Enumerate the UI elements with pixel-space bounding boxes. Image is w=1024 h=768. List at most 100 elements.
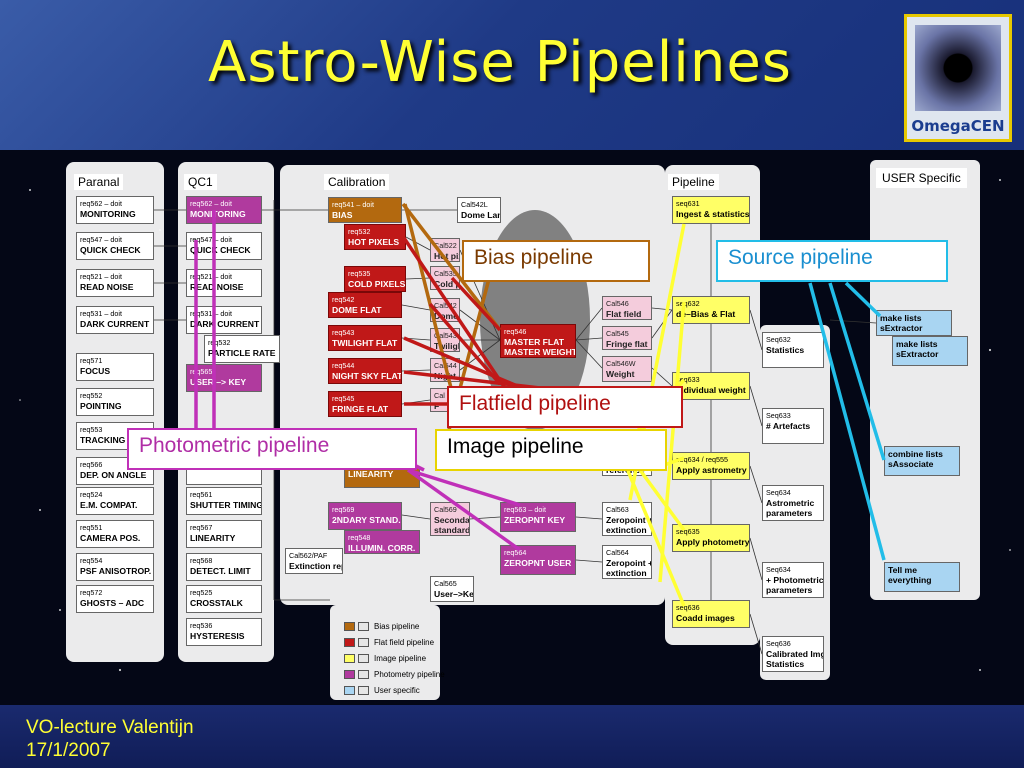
box-l1: req521 – doit (190, 272, 232, 281)
box-l1: Cal542 (434, 301, 457, 310)
legend-swatch (344, 638, 355, 647)
box-l1: req543 (332, 328, 355, 337)
box-l1: Cal (434, 391, 445, 400)
box-l2: HYSTERESIS (190, 631, 245, 641)
legend-label: Image pipeline (374, 654, 427, 663)
box-l2: Zeropoint + (606, 515, 652, 525)
box-l2: make lists (896, 339, 938, 349)
box-l1: req532 (208, 338, 231, 347)
footer-line2: 17/1/2007 (26, 740, 111, 761)
box-l1: req525 (190, 588, 213, 597)
box-l2: READ NOISE (190, 282, 244, 292)
column-header-pipeline: Pipeline (668, 174, 719, 190)
box-l1: req569 (332, 505, 355, 514)
box-l1: req547 – doit (80, 235, 122, 244)
box-l1: req565 (190, 367, 213, 376)
callout-line (450, 276, 502, 332)
box-l2: TWILIGHT FLAT (332, 338, 398, 348)
callout-line (658, 301, 686, 583)
box-l2: Coadd images (676, 613, 735, 623)
box-l2: Individual weight (676, 385, 746, 395)
callout-line (403, 336, 523, 390)
box-l2: Secondary (434, 515, 470, 525)
box-l2: Astrometric (766, 498, 815, 508)
sequence-box: Seq633# Artefacts (762, 408, 824, 444)
box-l2: FRINGE FLAT (332, 404, 389, 414)
column-header-calibration: Calibration (324, 174, 390, 190)
box-l3: extinction (606, 525, 647, 535)
box-l1: Cal562/PAF (289, 551, 328, 560)
box-l1: Cal546W (606, 359, 636, 368)
box-l1: Seq633 (766, 411, 791, 420)
box-l2: TRACKING (80, 435, 126, 445)
box-l2: Flat field (606, 309, 642, 319)
column-header-qc1: QC1 (184, 174, 217, 190)
box-l2: # Artefacts (766, 421, 811, 431)
box-l2: READ NOISE (80, 282, 134, 292)
box-l1: Cal563 (606, 505, 629, 514)
callout-line (828, 282, 886, 461)
calibration-box-cal543: Cal543Twilight (430, 328, 460, 352)
box-l1: req553 (80, 425, 103, 434)
box-l3: sExtractor (896, 349, 939, 359)
box-l2: Hot pixels (434, 251, 459, 261)
box-l2: PSF ANISOTROP. (80, 566, 152, 576)
legend-swatch-secondary (358, 670, 369, 679)
box-l3: parameters (766, 585, 813, 595)
box-l1: req567 (190, 523, 213, 532)
box-l1: req532 (348, 227, 371, 236)
box-l2: Apply astrometry (676, 465, 747, 475)
column-header-paranal: Paranal (74, 174, 124, 190)
box-l1: Seq632 (766, 335, 791, 344)
box-l2: GHOSTS – ADC (80, 598, 145, 608)
box-l1: req552 (80, 391, 103, 400)
callout-line (638, 468, 686, 532)
slide-title: Astro-Wise Pipelines (208, 30, 792, 95)
box-l1: req562 – doit (190, 199, 232, 208)
box-l1: req535 (348, 269, 371, 278)
box-l2: Weight (606, 369, 635, 379)
callout-photometric-pipeline: Photometric pipeline (127, 428, 417, 470)
box-l1: Cal569 (434, 505, 457, 514)
box-l1: req545 (332, 394, 355, 403)
connector-line (749, 309, 763, 351)
legend-label: User specific (374, 686, 420, 695)
box-l3: everything (888, 575, 932, 585)
callout-line (844, 281, 882, 318)
box-l2: ILLUMIN. CORR. (348, 543, 416, 553)
box-l1: Cal565 (434, 579, 457, 588)
callout-flatfield-pipeline: Flatfield pipeline (447, 386, 683, 428)
box-l2: CROSSTALK (190, 598, 243, 608)
callout-line (407, 468, 521, 507)
callout-image-pipeline: Image pipeline (435, 429, 667, 471)
header-band (0, 0, 1024, 150)
box-l2: + Photometric (766, 575, 824, 585)
footer-text: VO-lecture Valentijn 17/1/2007 (26, 716, 194, 762)
box-l2: E.M. COMPAT. (80, 500, 138, 510)
legend-swatch (344, 686, 355, 695)
box-l2: HOT PIXELS (348, 237, 400, 247)
box-l2: Cold pixels (434, 279, 459, 289)
connector-line (749, 613, 763, 655)
box-l1: Seq634 (766, 565, 791, 574)
